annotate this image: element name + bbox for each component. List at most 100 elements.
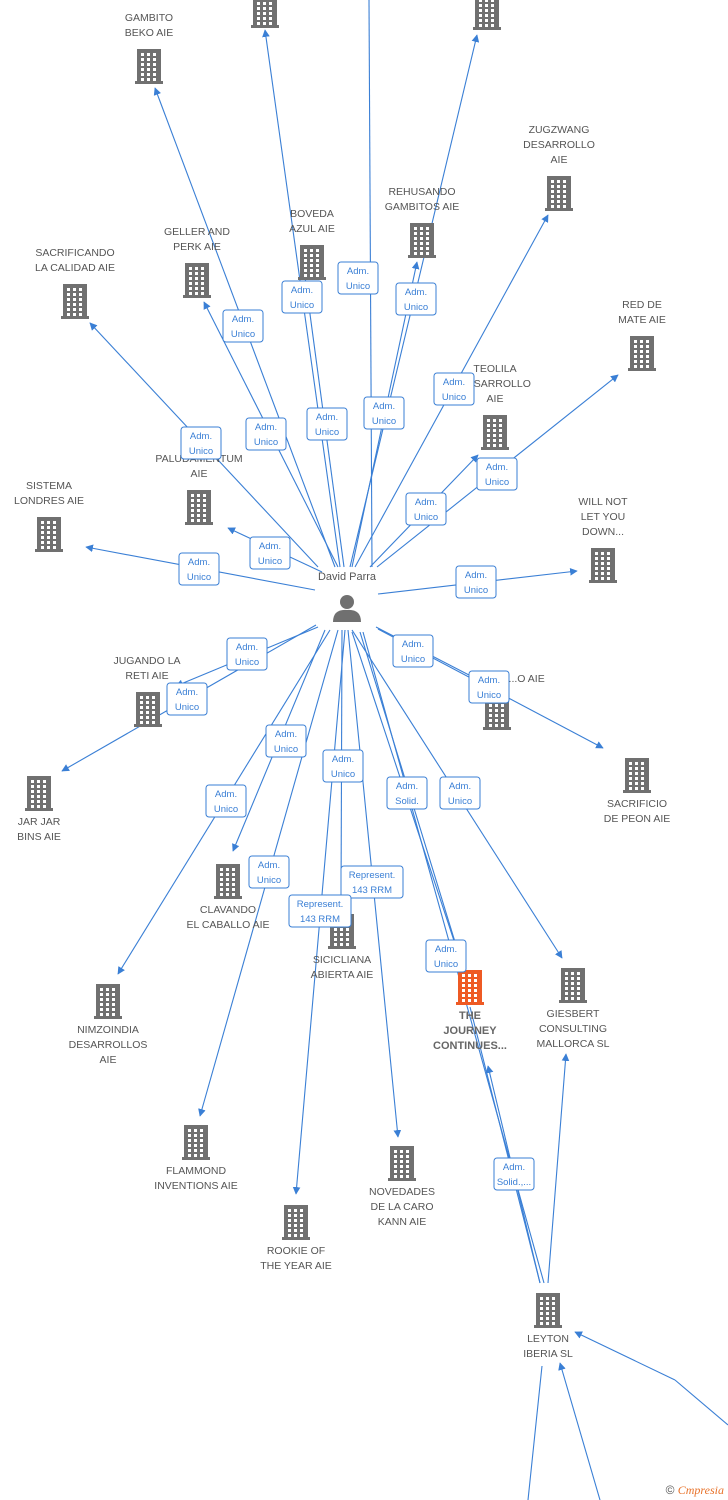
company-label: SISTEMA	[26, 480, 72, 492]
company-label: REHUSANDO	[388, 186, 455, 198]
company-node-top-left[interactable]	[251, 0, 279, 28]
company-label: THE	[459, 1010, 481, 1022]
company-label: AIE	[191, 468, 208, 480]
relation-tag[interactable]: Adm.Unico	[425, 939, 467, 973]
building-icon	[61, 284, 89, 319]
building-icon	[408, 223, 436, 258]
relation-tag[interactable]: Adm.Unico	[248, 855, 290, 889]
relation-edge	[547, 1053, 570, 1284]
relation-tag[interactable]: Adm.Unico	[178, 552, 220, 586]
relation-tag[interactable]: Adm.Unico	[395, 282, 437, 316]
building-icon	[282, 1205, 310, 1240]
relation-tag-text: Unico	[274, 744, 298, 755]
company-label: DE PEON AIE	[604, 813, 671, 825]
relation-tag-text: Unico	[231, 329, 255, 340]
relation-tag[interactable]: Adm.Unico	[337, 261, 379, 295]
company-label: EL CABALLO AIE	[186, 919, 269, 931]
company-node-sistema-londres[interactable]: SISTEMA LONDRES AIE	[14, 480, 84, 552]
center-node[interactable]: David Parra	[318, 571, 377, 622]
building-icon	[251, 0, 279, 28]
relation-tag[interactable]: Adm.Unico	[205, 784, 247, 818]
relation-tag[interactable]: Represent.143 RRM	[340, 865, 404, 899]
relation-tag[interactable]: Adm.Unico	[222, 309, 264, 343]
center-person-label: David Parra	[318, 571, 377, 583]
relation-tag-text: Adm.	[259, 541, 281, 552]
relation-tag[interactable]: Adm.Unico	[265, 724, 307, 758]
relation-tag-text: Represent.	[297, 899, 343, 910]
relation-tag-text: Adm.	[465, 570, 487, 581]
company-label: WILL NOT	[578, 496, 628, 508]
relation-tag-text: Adm.	[503, 1162, 525, 1173]
relation-tag[interactable]: Adm. Unico	[249, 536, 291, 570]
company-label: LA CALIDAD AIE	[35, 262, 115, 274]
relation-tag[interactable]: Adm.Unico	[439, 776, 481, 810]
company-label: CONSULTING	[539, 1023, 607, 1035]
relation-tag[interactable]: Adm.Unico	[433, 372, 475, 406]
company-label: AIE	[100, 1054, 117, 1066]
relation-tag[interactable]: Adm.Unico	[476, 457, 518, 491]
relation-tag[interactable]: Adm.Unico	[468, 670, 510, 704]
relation-tag-text: Adm.	[486, 462, 508, 473]
company-node-journey[interactable]: THEJOURNEYCONTINUES...	[433, 970, 507, 1052]
relation-tag[interactable]: Adm.Unico	[405, 492, 447, 526]
relation-tag-text: Adm.	[255, 422, 277, 433]
relation-tag[interactable]: Adm.Unico	[180, 426, 222, 460]
edges-layer	[61, 0, 728, 1500]
relation-tag[interactable]: Adm. Unico	[322, 749, 364, 783]
relation-tag[interactable]: Adm.Solid.	[386, 776, 428, 810]
relation-tag-text: Unico	[258, 556, 282, 567]
footer-brand: © Cmpresia	[666, 1483, 724, 1498]
relation-tag[interactable]: Adm.Unico	[363, 396, 405, 430]
relation-tag-text: 143 RRM	[300, 914, 340, 925]
company-node-top-right[interactable]	[473, 0, 501, 30]
company-label: ABIERTA AIE	[311, 969, 374, 981]
relation-tag-text: Unico	[401, 654, 425, 665]
relation-tag[interactable]: Adm.Unico	[166, 682, 208, 716]
relation-tag-text: Adm.	[332, 754, 354, 765]
relation-tag-text: Adm.	[316, 412, 338, 423]
relation-tag-text: Unico	[404, 302, 428, 313]
building-icon	[534, 1293, 562, 1328]
relation-edge	[674, 1379, 728, 1426]
relation-tag[interactable]: Adm.Unico	[226, 637, 268, 671]
company-label: LONDRES AIE	[14, 495, 84, 507]
relation-tag-text: 143 RRM	[352, 885, 392, 896]
relation-tag[interactable]: Adm.Solid.,...	[493, 1157, 535, 1191]
relation-tag[interactable]: Adm.Unico	[455, 565, 497, 599]
company-label: BINS AIE	[17, 831, 61, 843]
relation-tag-text: Unico	[331, 769, 355, 780]
relation-tag-text: Unico	[315, 427, 339, 438]
company-node-flammond[interactable]: FLAMMOND INVENTIONS AIE	[154, 1125, 238, 1192]
relation-tag[interactable]: Represent. 143 RRM	[288, 894, 352, 928]
building-icon	[135, 49, 163, 84]
company-label: NOVEDADES	[369, 1186, 435, 1198]
company-node-paludamentum[interactable]: PALUDAMENTUMAIE	[155, 453, 243, 525]
company-label: INVENTIONS AIE	[154, 1180, 237, 1192]
relation-tag-text: Unico	[372, 416, 396, 427]
relation-tag[interactable]: Adm.Unico	[245, 417, 287, 451]
relation-tag-text: Adm.	[396, 781, 418, 792]
company-label: FLAMMOND	[166, 1165, 227, 1177]
relation-tag[interactable]: Adm.Unico	[392, 634, 434, 668]
company-label: AZUL AIE	[289, 223, 335, 235]
relation-tag[interactable]: Adm. Unico	[306, 407, 348, 441]
relation-tag[interactable]: Adm.Unico	[281, 280, 323, 314]
